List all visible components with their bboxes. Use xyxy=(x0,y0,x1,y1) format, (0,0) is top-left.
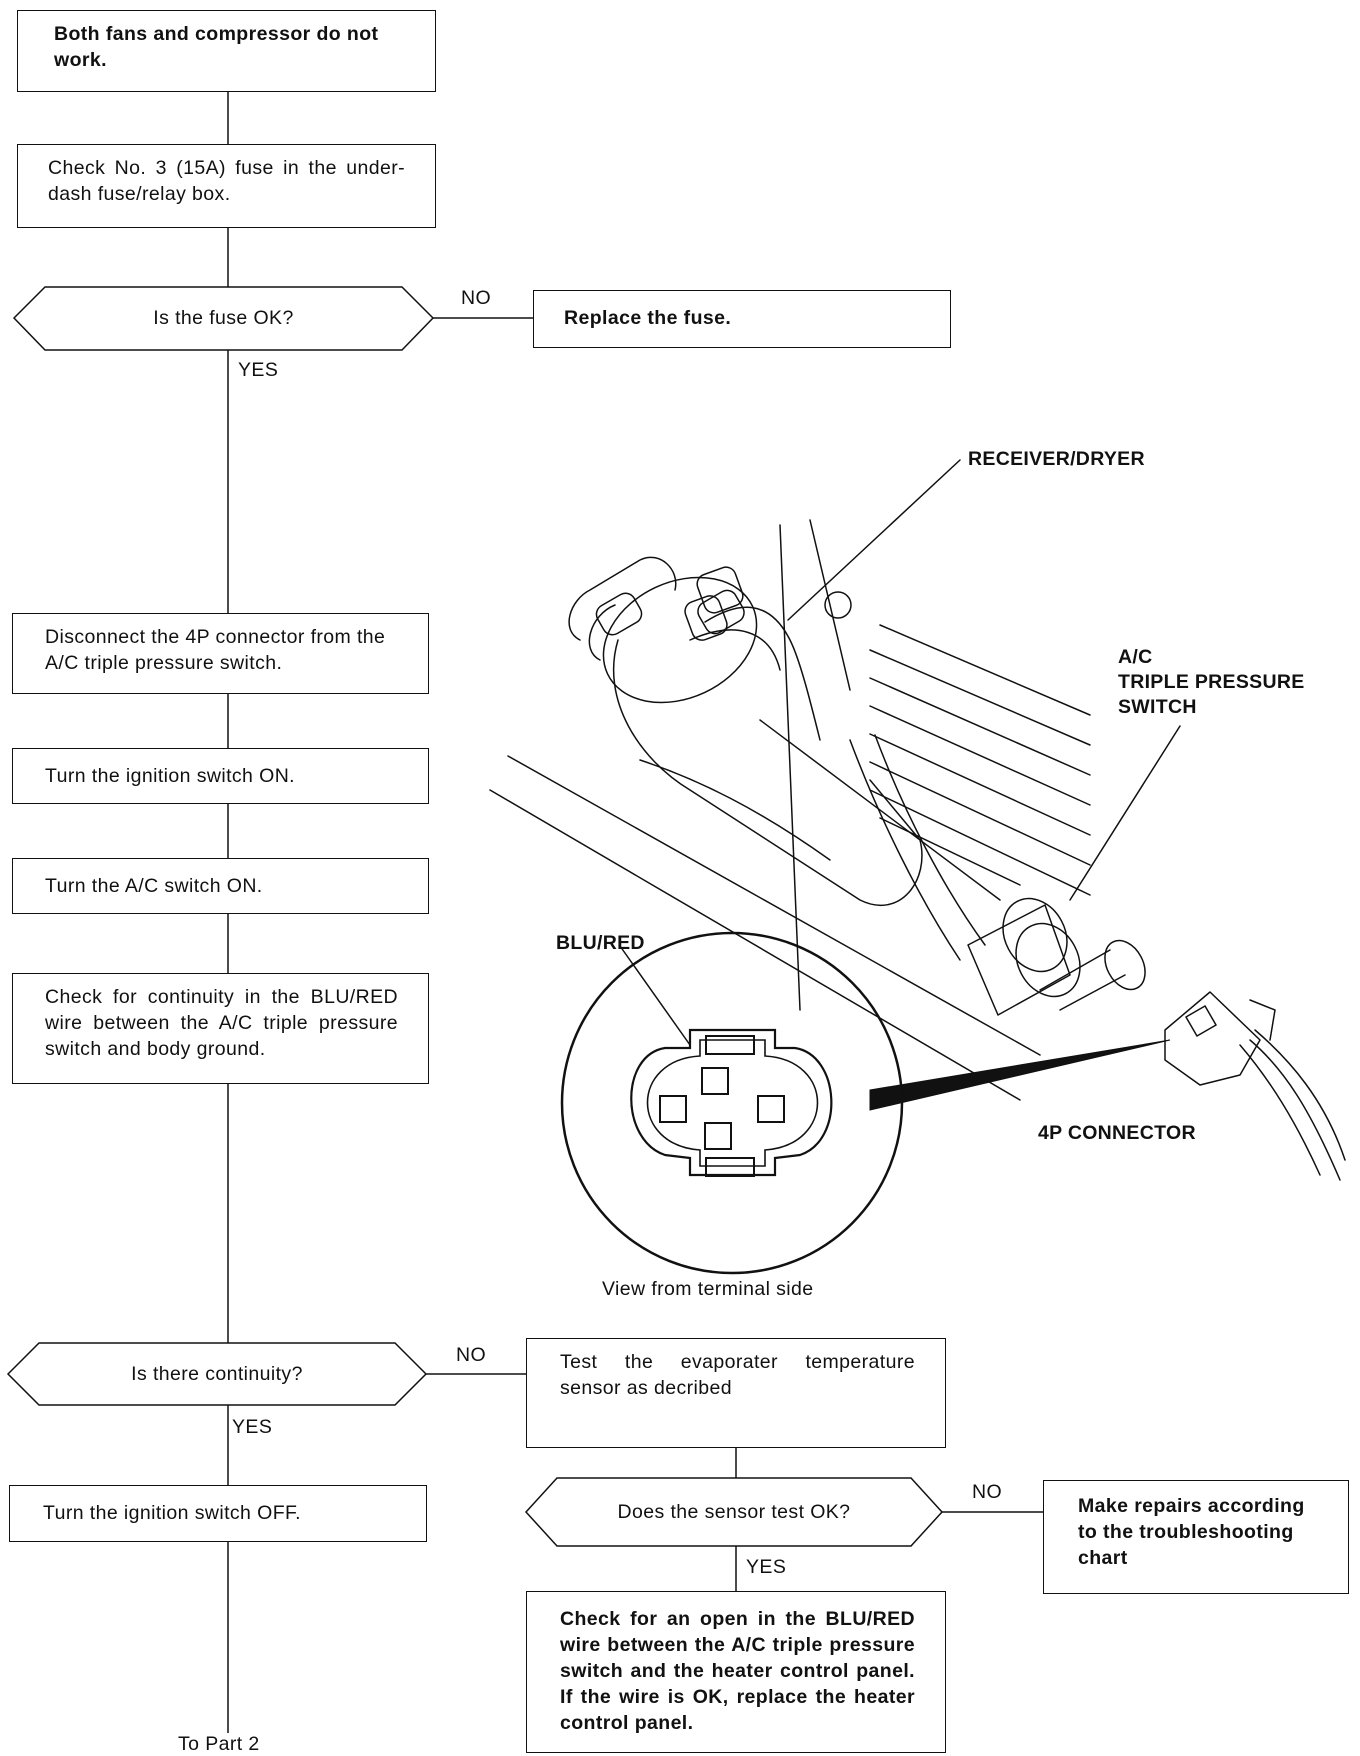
check-open-box: Check for an open in the BLU/RED wire be… xyxy=(526,1591,946,1753)
disconnect-text: Disconnect the 4P connector from the A/C… xyxy=(45,626,386,674)
fuse-yes-label: YES xyxy=(238,359,279,381)
ignition-on-box: Turn the ignition switch ON. xyxy=(12,748,429,804)
decision-sensor-shape xyxy=(524,1477,944,1547)
continuity-question: Is there continuity? xyxy=(131,1363,303,1385)
continuity-yes-label: YES xyxy=(232,1416,273,1438)
check-continuity-box: Check for continuity in the BLU/RED wire… xyxy=(12,973,429,1084)
ac-on-box: Turn the A/C switch ON. xyxy=(12,858,429,914)
make-repairs-box: Make repairs according to the troublesho… xyxy=(1043,1480,1349,1594)
terminal-view xyxy=(560,931,904,1275)
ignition-on-text: Turn the ignition switch ON. xyxy=(45,765,295,787)
check-continuity-text: Check for continuity in the BLU/RED wire… xyxy=(45,986,398,1060)
triple-switch-line1: A/C xyxy=(1118,646,1153,668)
continuity-no-label: NO xyxy=(456,1344,487,1366)
sensor-no-label: NO xyxy=(972,1481,1003,1503)
fuse-question: Is the fuse OK? xyxy=(153,307,294,329)
connector-label: 4P CONNECTOR xyxy=(1038,1122,1196,1144)
blu-red-label: BLU/RED xyxy=(556,932,645,954)
triple-switch-label: A/C TRIPLE PRESSURE SWITCH xyxy=(1118,645,1305,720)
decision-continuity-shape xyxy=(6,1342,428,1406)
decision-fuse-shape xyxy=(12,286,435,351)
ignition-off-text: Turn the ignition switch OFF. xyxy=(43,1502,301,1524)
fuse-no-label: NO xyxy=(461,287,492,309)
detail-pointer xyxy=(869,1039,1171,1111)
triple-switch-line2: TRIPLE PRESSURE xyxy=(1118,671,1305,693)
triple-switch-line3: SWITCH xyxy=(1118,696,1197,718)
receiver-dryer-illustration xyxy=(489,459,1346,1181)
disconnect-box: Disconnect the 4P connector from the A/C… xyxy=(12,613,429,694)
view-caption: View from terminal side xyxy=(602,1278,814,1300)
ignition-off-box: Turn the ignition switch OFF. xyxy=(9,1485,427,1542)
check-fuse-box: Check No. 3 (15A) fuse in the under-dash… xyxy=(17,144,436,228)
test-sensor-box: Test the evaporater temperature sensor a… xyxy=(526,1338,946,1448)
receiver-dryer-label: RECEIVER/DRYER xyxy=(968,448,1145,470)
test-sensor-text: Test the evaporater temperature sensor a… xyxy=(560,1351,915,1399)
check-open-text: Check for an open in the BLU/RED wire be… xyxy=(560,1608,915,1734)
sensor-yes-label: YES xyxy=(746,1556,787,1578)
make-repairs-text: Make repairs according to the troublesho… xyxy=(1078,1495,1305,1569)
sensor-question: Does the sensor test OK? xyxy=(617,1501,851,1523)
check-fuse-text: Check No. 3 (15A) fuse in the under-dash… xyxy=(48,157,405,205)
to-part2-label: To Part 2 xyxy=(178,1733,260,1755)
start-text: Both fans and compressor do not work. xyxy=(54,23,379,71)
start-box: Both fans and compressor do not work. xyxy=(17,10,436,92)
replace-fuse-text: Replace the fuse. xyxy=(564,307,732,329)
replace-fuse-box: Replace the fuse. xyxy=(533,290,951,348)
ac-on-text: Turn the A/C switch ON. xyxy=(45,875,263,897)
